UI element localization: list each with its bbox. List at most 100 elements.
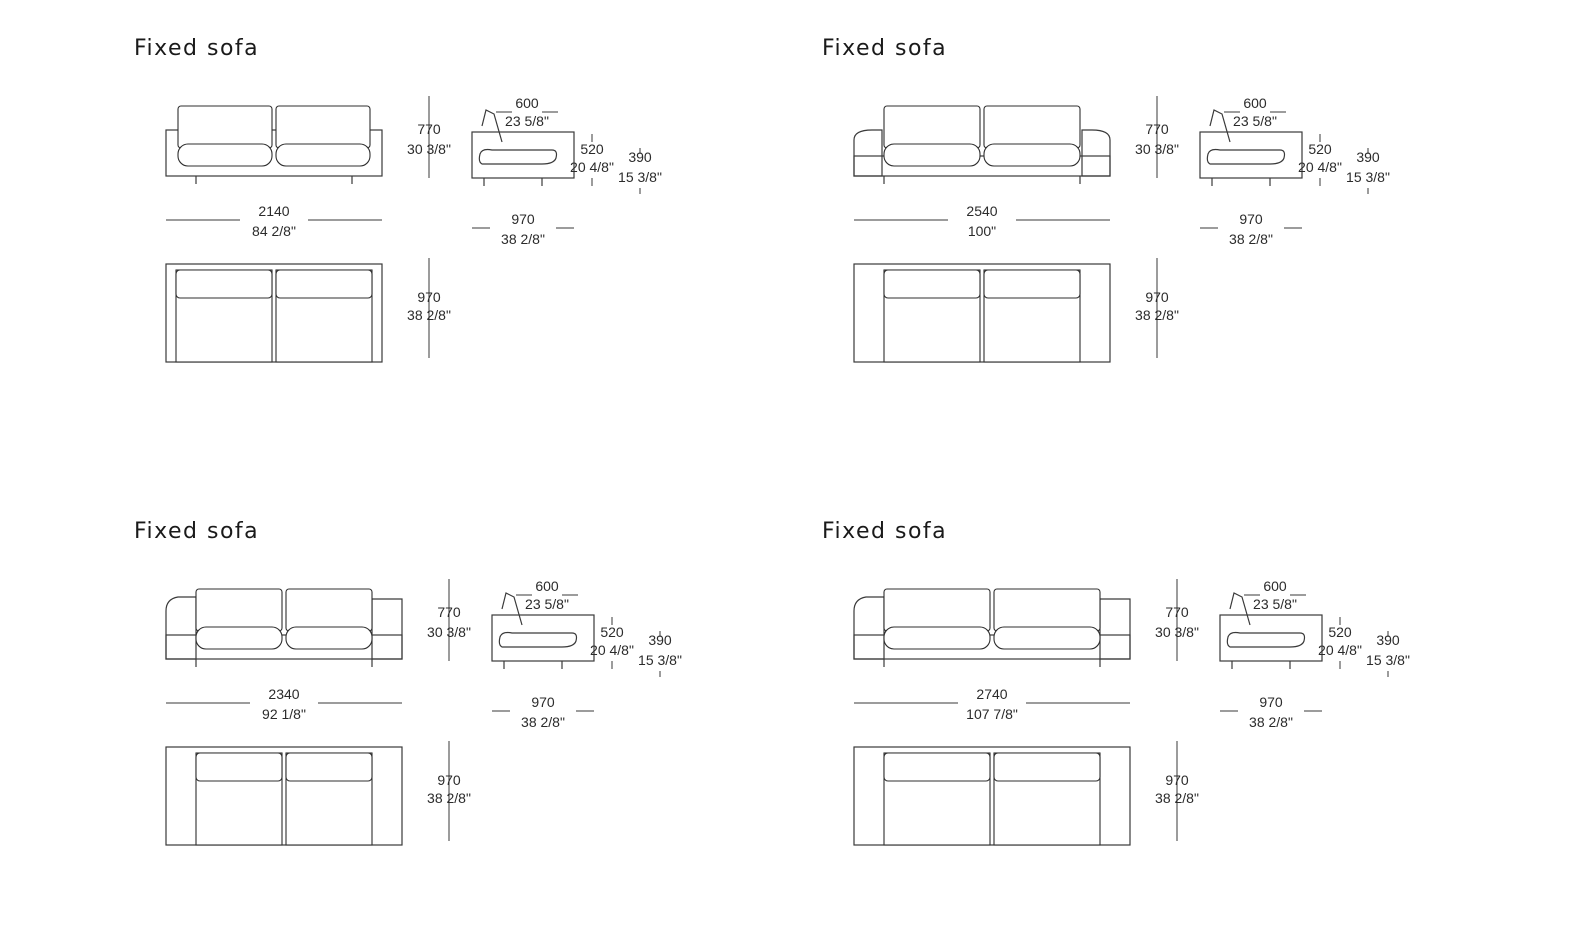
sofa-drawing: 2340 92 1/8" 770 30 3/8" 600 23 5/8" — [165, 578, 682, 846]
height-dimension: 770 30 3/8" — [407, 96, 451, 178]
backrest-in: 23 5/8" — [505, 113, 549, 129]
drawing-stroke — [285, 588, 373, 632]
drawing-stroke — [1199, 131, 1303, 179]
plan-depth-dimension: 970 38 2/8" — [1155, 741, 1199, 841]
drawing-stroke — [195, 588, 283, 632]
drawing-stroke — [371, 598, 403, 660]
sofa-panel: Fixed sofa 2540 100" 770 30 3/8" — [822, 36, 1522, 456]
plan-depth-mm: 970 — [417, 289, 441, 305]
seat-height-mm: 390 — [628, 149, 652, 165]
seat-height-in: 15 3/8" — [1366, 652, 1410, 668]
arm-height-in: 20 4/8" — [1318, 642, 1362, 658]
plan-depth-mm: 970 — [1165, 772, 1189, 788]
height-in: 30 3/8" — [427, 624, 471, 640]
drawing-stroke — [165, 596, 197, 660]
drawing-stroke — [883, 143, 981, 167]
front-elevation — [165, 105, 383, 184]
front-elevation — [853, 105, 1111, 184]
backrest-mm: 600 — [1263, 578, 1287, 594]
drawing-stroke — [195, 752, 283, 782]
front-width-mm: 2140 — [258, 203, 289, 219]
sofa-panel: Fixed sofa 2140 84 2/8" 770 30 3/8" — [134, 36, 834, 456]
side-depth-in: 38 2/8" — [521, 714, 565, 730]
drawing-stroke — [853, 129, 883, 177]
plan-depth-mm: 970 — [437, 772, 461, 788]
arm-height-mm: 520 — [580, 141, 604, 157]
seat-height-in: 15 3/8" — [638, 652, 682, 668]
drawing-stroke — [853, 746, 1131, 846]
height-mm: 770 — [417, 121, 441, 137]
drawing-stroke — [471, 131, 575, 179]
drawing-stroke — [1099, 598, 1131, 660]
side-depth-in: 38 2/8" — [1229, 231, 1273, 247]
front-width-dimension: 2540 100" — [854, 203, 1110, 239]
front-width-in: 84 2/8" — [252, 223, 296, 239]
side-depth-mm: 970 — [511, 211, 535, 227]
drawing-stroke — [853, 263, 1111, 363]
plan-depth-dimension: 970 38 2/8" — [407, 258, 451, 358]
drawing-stroke — [883, 588, 991, 632]
arm-height-mm: 520 — [1328, 624, 1352, 640]
plan-view — [165, 263, 383, 363]
backrest-mm: 600 — [1243, 95, 1267, 111]
plan-depth-dimension: 970 38 2/8" — [427, 741, 471, 841]
arm-height-mm: 520 — [600, 624, 624, 640]
drawing-stroke — [501, 592, 523, 626]
drawing-stroke — [1209, 109, 1231, 143]
side-elevation: 600 23 5/8" 520 20 4/8" 390 15 3/8" 970 … — [1219, 578, 1410, 730]
side-elevation: 600 23 5/8" 520 20 4/8" 390 15 3/8" 970 … — [471, 95, 662, 247]
drawing-stroke — [883, 269, 981, 299]
drawing-stroke — [993, 626, 1101, 650]
seat-height-mm: 390 — [648, 632, 672, 648]
sofa-drawing: 2740 107 7/8" 770 30 3/8" 600 23 5/8" — [853, 578, 1410, 846]
plan-depth-in: 38 2/8" — [1135, 307, 1179, 323]
plan-depth-in: 38 2/8" — [1155, 790, 1199, 806]
side-depth-mm: 970 — [1239, 211, 1263, 227]
arm-height-mm: 520 — [1308, 141, 1332, 157]
backrest-mm: 600 — [515, 95, 539, 111]
drawing-stroke — [883, 752, 991, 782]
backrest-in: 23 5/8" — [1233, 113, 1277, 129]
drawing-stroke — [175, 269, 273, 299]
front-width-dimension: 2740 107 7/8" — [854, 686, 1130, 722]
panel-title: Fixed sofa — [134, 519, 260, 544]
drawing-stroke — [883, 105, 981, 149]
side-depth-mm: 970 — [1259, 694, 1283, 710]
front-width-in: 107 7/8" — [966, 706, 1018, 722]
plan-depth-in: 38 2/8" — [427, 790, 471, 806]
seat-height-mm: 390 — [1356, 149, 1380, 165]
plan-depth-mm: 970 — [1145, 289, 1169, 305]
front-width-in: 100" — [968, 223, 996, 239]
plan-view — [165, 746, 403, 846]
drawing-stroke — [883, 626, 991, 650]
drawing-stroke — [481, 109, 503, 143]
height-mm: 770 — [1145, 121, 1169, 137]
drawing-stroke — [275, 143, 371, 167]
drawing-stroke — [195, 626, 283, 650]
drawing-stroke — [993, 752, 1101, 782]
height-dimension: 770 30 3/8" — [1155, 579, 1199, 661]
drawing-stroke — [1206, 148, 1286, 165]
side-depth-mm: 970 — [531, 694, 555, 710]
height-dimension: 770 30 3/8" — [427, 579, 471, 661]
drawing-stroke — [165, 746, 403, 846]
drawing-stroke — [983, 105, 1081, 149]
drawing-stroke — [275, 269, 373, 299]
sofa-drawing: 2540 100" 770 30 3/8" 600 23 5/8" — [853, 95, 1390, 363]
drawing-stroke — [853, 155, 1111, 177]
drawing-stroke — [285, 752, 373, 782]
front-width-mm: 2740 — [976, 686, 1007, 702]
drawing-stroke — [177, 105, 273, 149]
front-elevation — [853, 588, 1131, 667]
height-in: 30 3/8" — [1155, 624, 1199, 640]
plan-view — [853, 746, 1131, 846]
drawing-stroke — [983, 269, 1081, 299]
drawing-stroke — [1219, 614, 1323, 662]
drawing-stroke — [165, 263, 383, 363]
drawing-stroke — [498, 631, 578, 648]
drawing-stroke — [983, 143, 1081, 167]
height-in: 30 3/8" — [407, 141, 451, 157]
height-mm: 770 — [437, 604, 461, 620]
plan-depth-in: 38 2/8" — [407, 307, 451, 323]
drawing-stroke — [165, 129, 383, 177]
